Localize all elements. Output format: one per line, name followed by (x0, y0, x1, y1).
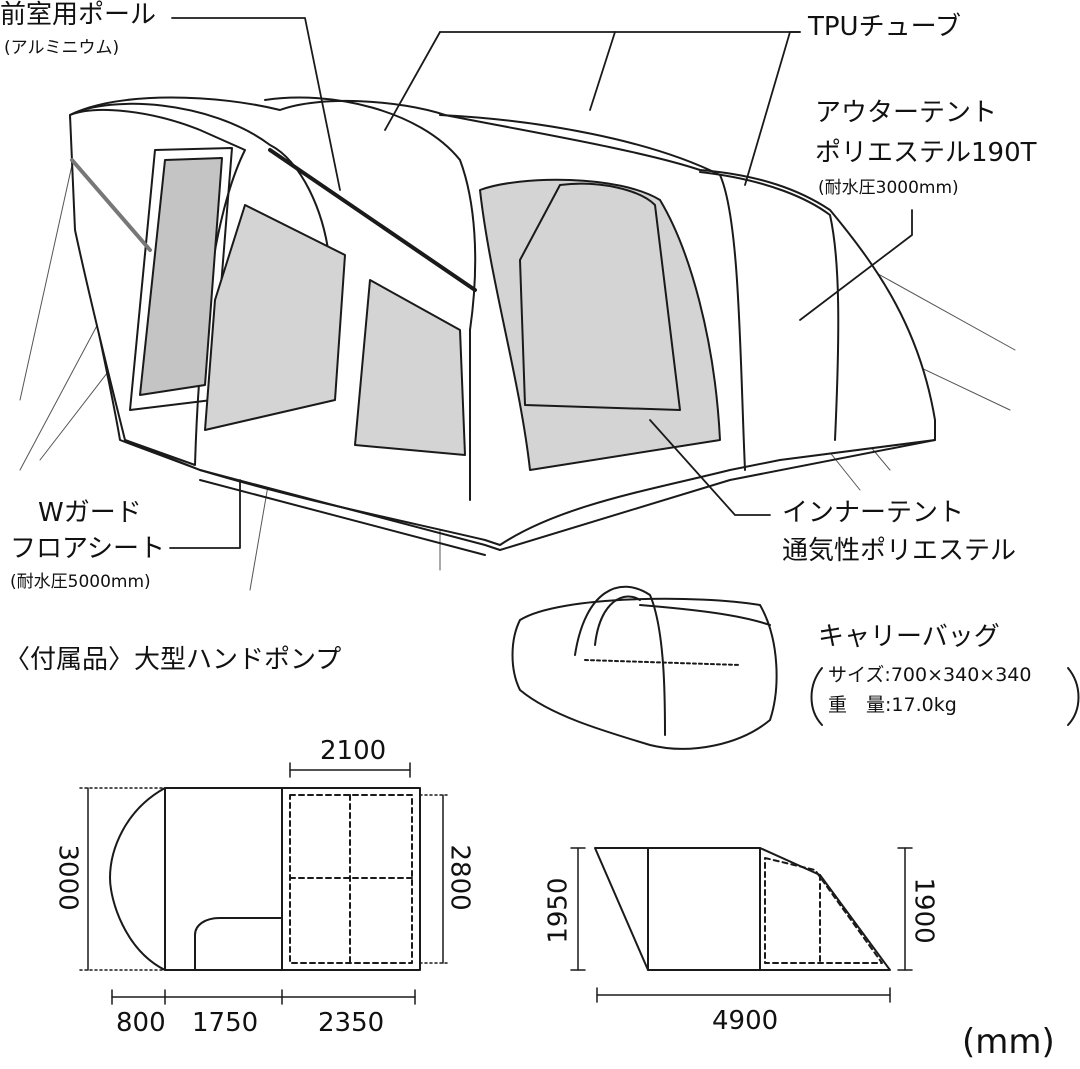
porch-window (139, 157, 223, 396)
arch-front (69, 102, 331, 266)
label-floor-sheet-2: フロアシート (10, 534, 165, 564)
floor-sheet (124, 439, 936, 551)
dim-plan-inner-depth: 2800 (444, 844, 475, 911)
carry-bag (511, 597, 778, 750)
inner-door-window (519, 182, 681, 411)
dim-plan-inner-width: 2100 (320, 736, 387, 766)
label-outer-tent-water: (耐水圧3000mm) (818, 178, 959, 198)
label-unit: (mm) (962, 1022, 1055, 1062)
label-carry-bag: キャリーバッグ (818, 622, 1000, 652)
dim-plan-total-depth: 3000 (52, 844, 83, 911)
label-inner-tent-material: 通気性ポリエステル (782, 536, 1017, 566)
front-pole (268, 148, 477, 292)
label-outer-tent: アウターテント (815, 98, 998, 128)
mid-mesh-right (354, 279, 466, 456)
label-tpu-tube: TPUチューブ (808, 12, 962, 42)
dim-side-height-rear: 1900 (908, 877, 939, 944)
leader-lines (169, 17, 913, 549)
label-front-pole-material: (アルミニウム) (4, 38, 120, 58)
mid-mesh (204, 204, 346, 431)
arch-mid (264, 96, 477, 501)
side-view (594, 847, 891, 971)
dim-side-height-front: 1950 (543, 877, 574, 944)
dim-plan-seg1: 800 (116, 1008, 166, 1038)
label-floor-sheet-1: Wガード (38, 498, 142, 528)
label-inner-tent: インナーテント (782, 498, 965, 528)
front-pole-left (70, 158, 152, 252)
label-bag-weight: 重 量:17.0kg (828, 694, 957, 716)
label-accessory: 〈付属品〉大型ハンドポンプ (4, 645, 342, 675)
label-floor-sheet-water: (耐水圧5000mm) (10, 572, 151, 592)
plan-dimension-lines (79, 762, 451, 1005)
label-front-pole: 前室用ポール (0, 0, 157, 30)
dim-side-length: 4900 (712, 1006, 779, 1036)
label-bag-size: サイズ:700×340×340 (828, 664, 1032, 686)
plan-view (109, 787, 421, 971)
dim-plan-seg3: 2350 (318, 1008, 385, 1038)
arch-back (699, 171, 840, 441)
dim-plan-seg2: 1750 (192, 1008, 259, 1038)
side-dimension-lines (570, 847, 913, 1003)
label-outer-tent-material: ポリエステル190T (815, 138, 1037, 168)
carry-bag-handle (574, 585, 666, 736)
